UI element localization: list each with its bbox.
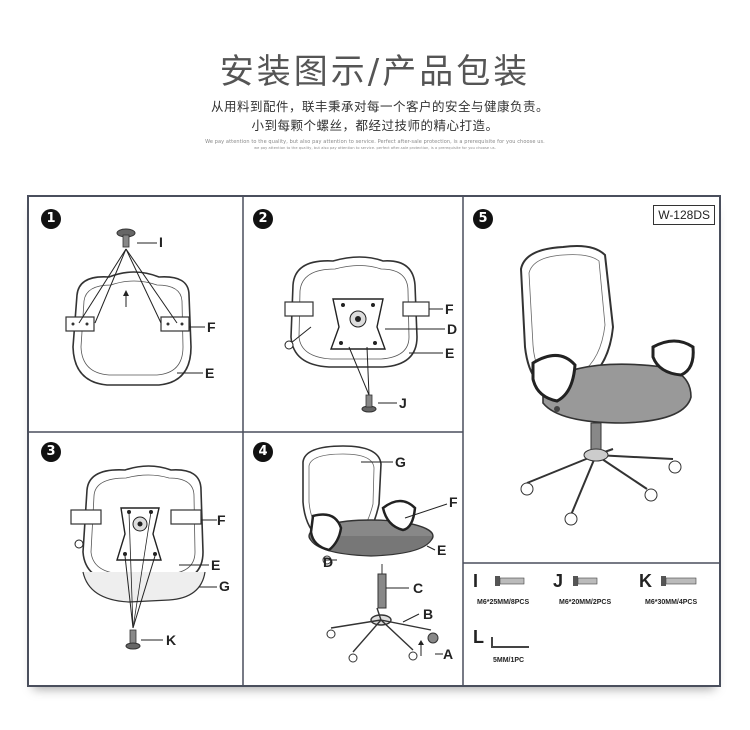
step-4-panel: 4	[243, 432, 463, 685]
step-5-number: 5	[473, 209, 493, 229]
english-caption-line-1: We pay attention to the quality, but als…	[205, 139, 545, 145]
allen-key-icon	[491, 637, 529, 648]
english-caption: We pay attention to the quality, but als…	[0, 139, 750, 151]
english-caption-line-2: we pay attention to the quality, but als…	[254, 146, 496, 150]
label-F-3: F	[217, 512, 226, 528]
label-D-2: D	[447, 321, 458, 337]
label-E: E	[205, 365, 215, 381]
page-title: 安装图示/产品包装	[219, 52, 531, 92]
subtitle-line-2: 小到每颗个螺丝，都经过技师的精心打造。	[251, 118, 499, 133]
step-3-number: 3	[41, 442, 61, 462]
step-1-illustration	[65, 228, 205, 386]
label-D-4: D	[323, 554, 334, 570]
label-G-4: G	[395, 454, 406, 470]
step-2-panel: 2 F D E J	[243, 197, 463, 432]
label-F-2: F	[445, 301, 454, 317]
screw-I-icon	[495, 576, 525, 586]
part-letter-K: K	[639, 571, 652, 591]
step-2-illustration	[284, 256, 445, 413]
step-1-panel: 1 I F E	[29, 197, 243, 432]
label-J: J	[399, 395, 407, 411]
part-spec-L: 5MM/1PC	[493, 657, 525, 664]
step-2-number: 2	[253, 209, 273, 229]
label-C: C	[413, 580, 424, 596]
parts-legend: I M6*25MM/8PCS J M6*20MM/2PCS K M6*30MM/…	[463, 563, 719, 685]
instruction-sheet: 1 I F E 2	[27, 195, 721, 687]
label-B: B	[423, 606, 434, 622]
step-5-panel: 5 W-128DS	[463, 197, 719, 563]
model-number: W-128DS	[653, 205, 715, 225]
step-3-panel: 3 F E G K	[29, 432, 243, 685]
label-K-3: K	[166, 632, 177, 648]
part-spec-J: M6*20MM/2PCS	[559, 599, 612, 606]
part-letter-J: J	[553, 571, 564, 591]
part-spec-I: M6*25MM/8PCS	[477, 599, 530, 606]
part-letter-I: I	[473, 571, 479, 591]
grid-lines	[29, 197, 719, 685]
part-letter-L: L	[473, 627, 484, 647]
assembled-chair-illustration	[519, 245, 695, 526]
label-F: F	[207, 319, 216, 335]
step-3-illustration	[70, 465, 217, 650]
label-G-3: G	[219, 578, 230, 594]
label-E-4: E	[437, 542, 447, 558]
part-spec-K: M6*30MM/4PCS	[645, 599, 698, 606]
label-I: I	[159, 234, 163, 250]
step-4-illustration	[302, 445, 448, 663]
label-F-4: F	[449, 494, 458, 510]
screw-J-icon	[573, 576, 598, 586]
subtitle-line-1: 从用料到配件，联丰秉承对每一个客户的安全与健康负责。	[210, 99, 549, 114]
label-E-3: E	[211, 557, 221, 573]
step-4-number: 4	[253, 442, 273, 462]
label-E-2: E	[445, 345, 455, 361]
step-1-number: 1	[41, 209, 61, 229]
label-A: A	[443, 646, 454, 662]
screw-K-icon	[661, 576, 697, 586]
